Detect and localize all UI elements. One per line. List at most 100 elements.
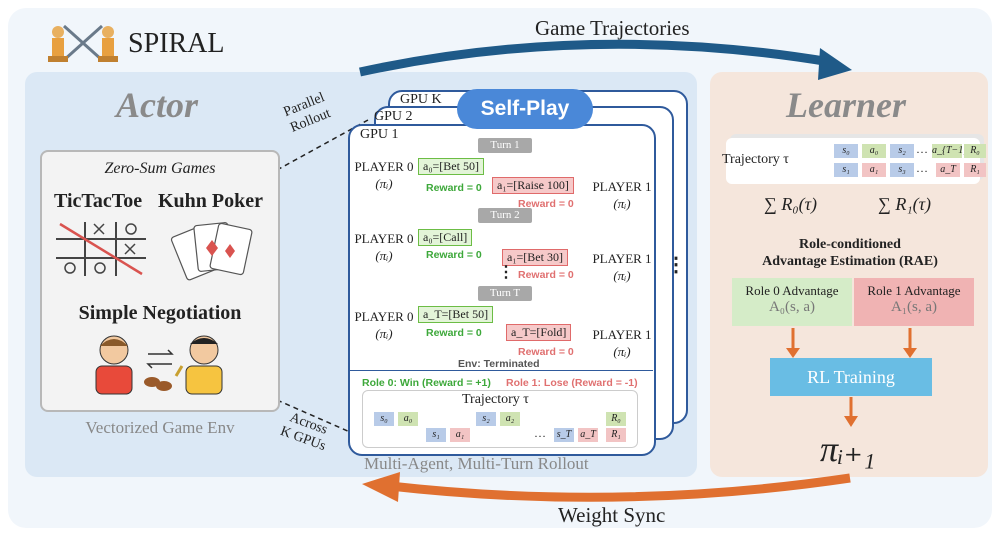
negotiation-people-icon: [95, 335, 223, 395]
adv0-arrowhead: [786, 348, 800, 358]
role1-advantage-box: Role 1 Advantage A₁(s, a): [854, 278, 974, 326]
player0-name: PLAYER 0: [354, 231, 414, 246]
learner-title: Learner: [786, 85, 906, 125]
traj-a2: a₂: [500, 412, 520, 426]
turn1-p1-action: a₁=[Raise 100]: [492, 177, 574, 194]
turnT-p1-reward: Reward = 0: [518, 346, 574, 358]
zero-sum-heading: Zero-Sum Games: [104, 160, 216, 177]
turn-ellipsis: ⋮: [498, 264, 514, 281]
lt-s3: s₃: [890, 163, 914, 177]
next-policy: πᵢ₊₁: [820, 429, 876, 469]
tictactoe-label: TicTacToe: [54, 190, 143, 212]
adv0-expr: A₀(s, a): [768, 299, 816, 315]
gpu-1-label: GPU 1: [360, 127, 399, 142]
rae-line2: Advantage Estimation (RAE): [762, 254, 938, 269]
lt-dots1: …: [916, 142, 928, 156]
turnT-p0-reward: Reward = 0: [426, 327, 482, 339]
lt-aT: a_T: [936, 163, 960, 177]
player1-policy: (πᵢ): [613, 196, 631, 211]
turn1-p1-reward: Reward = 0: [518, 198, 574, 210]
gpu1-divider: [349, 370, 653, 371]
lt-dots2: …: [916, 161, 928, 175]
turn-2-label: Turn 2: [478, 208, 532, 223]
turn1-player0: PLAYER 0 (πᵢ): [352, 158, 416, 192]
turnT-p1-action: a_T=[Fold]: [506, 324, 572, 341]
turn-1-label: Turn 1: [478, 138, 532, 153]
lt-a0: a₀: [862, 144, 886, 158]
traj-r0: R₀: [606, 412, 626, 426]
game-trajectories-arrow: [359, 39, 831, 77]
sum-r1: ∑ R₁(τ): [878, 194, 932, 214]
weight-sync-arrow: [389, 473, 851, 502]
player1-policy: (πᵢ): [613, 344, 631, 359]
gpu-k-label: GPU K: [400, 92, 442, 107]
traj-s1: s₁: [426, 428, 446, 442]
weight-sync-label: Weight Sync: [558, 503, 666, 527]
actor-trajectory-label: Trajectory τ: [462, 392, 529, 407]
lt-r0: R₀: [964, 144, 986, 158]
rl-training-box: RL Training: [770, 358, 932, 396]
lose-label: Role 1: Lose (Reward = -1): [506, 377, 638, 389]
traj-s0: s₀: [374, 412, 394, 426]
lt-s0: s₀: [834, 144, 858, 158]
gpu-2-label: GPU 2: [374, 109, 413, 124]
turn2-player1: PLAYER 1 (πᵢ): [590, 250, 654, 284]
chess-pawns-swords-icon: [48, 24, 118, 62]
traj-a0: a₀: [398, 412, 418, 426]
turn2-p0-reward: Reward = 0: [426, 249, 482, 261]
rae-title: Role-conditioned Advantage Estimation (R…: [712, 236, 988, 270]
adv1-title: Role 1 Advantage: [867, 283, 961, 298]
turn-t-label: Turn T: [478, 286, 532, 301]
env-terminated: Env: Terminated: [458, 358, 540, 370]
traj-dots: …: [534, 426, 546, 440]
actor-title: Actor: [116, 85, 199, 125]
tictactoe-icon: [56, 222, 146, 276]
turn2-p1-reward: Reward = 0: [518, 269, 574, 281]
adv0-title: Role 0 Advantage: [745, 283, 839, 298]
win-label: Role 0: Win (Reward = +1): [362, 377, 491, 389]
turnT-player1: PLAYER 1 (πᵢ): [590, 326, 654, 360]
lt-r1: R₁: [964, 163, 986, 177]
role0-advantage-box: Role 0 Advantage A₀(s, a): [732, 278, 852, 326]
turn2-p0-action: a₀=[Call]: [418, 229, 473, 246]
playing-cards-icon: [170, 222, 253, 281]
traj-sT: s_T: [554, 428, 574, 442]
turn1-player1: PLAYER 1 (πᵢ): [590, 178, 654, 212]
turn2-player0: PLAYER 0 (πᵢ): [352, 230, 416, 264]
player1-name: PLAYER 1: [592, 251, 652, 266]
traj-s2: s₂: [476, 412, 496, 426]
actor-footer: Multi-Agent, Multi-Turn Rollout: [364, 454, 589, 473]
turn1-p0-action: a₀=[Bet 50]: [418, 158, 484, 175]
sum-r0: ∑ R₀(τ): [764, 194, 818, 214]
player0-policy: (πᵢ): [375, 248, 393, 263]
turnT-p0-action: a_T=[Bet 50]: [418, 306, 494, 323]
turn2-p1-action: a₁=[Bet 30]: [502, 249, 568, 266]
game-trajectories-label: Game Trajectories: [535, 16, 690, 40]
vectorized-env-label: Vectorized Game Env: [85, 418, 235, 437]
games-box: [40, 150, 280, 412]
self-play-pill: Self-Play: [457, 89, 593, 129]
turnT-player0: PLAYER 0 (πᵢ): [352, 308, 416, 342]
adv1-arrowhead: [903, 348, 917, 358]
traj-a1: a₁: [450, 428, 470, 442]
adv1-expr: A₁(s, a): [890, 299, 938, 315]
turn1-p0-reward: Reward = 0: [426, 182, 482, 194]
traj-r1: R₁: [606, 428, 626, 442]
lt-s1: s₁: [834, 163, 858, 177]
simple-negotiation-label: Simple Negotiation: [78, 302, 242, 324]
learner-trajectory-label: Trajectory τ: [722, 152, 789, 167]
game-trajectories-arrowhead: [818, 48, 852, 80]
player0-policy: (πᵢ): [375, 326, 393, 341]
traj-aT: a_T: [578, 428, 598, 442]
logo-text: SPIRAL: [128, 28, 225, 59]
lt-a1: a₁: [862, 163, 886, 177]
player0-name: PLAYER 0: [354, 309, 414, 324]
kuhn-poker-label: Kuhn Poker: [158, 190, 264, 212]
lt-s2: s₂: [890, 144, 914, 158]
player0-policy: (πᵢ): [375, 176, 393, 191]
rae-line1: Role-conditioned: [799, 237, 901, 252]
lt-aT-1: a_{T−1}: [932, 144, 968, 158]
weight-sync-arrowhead: [362, 472, 400, 502]
more-gpus-dots: ⋮: [666, 254, 686, 276]
player1-name: PLAYER 1: [592, 179, 652, 194]
